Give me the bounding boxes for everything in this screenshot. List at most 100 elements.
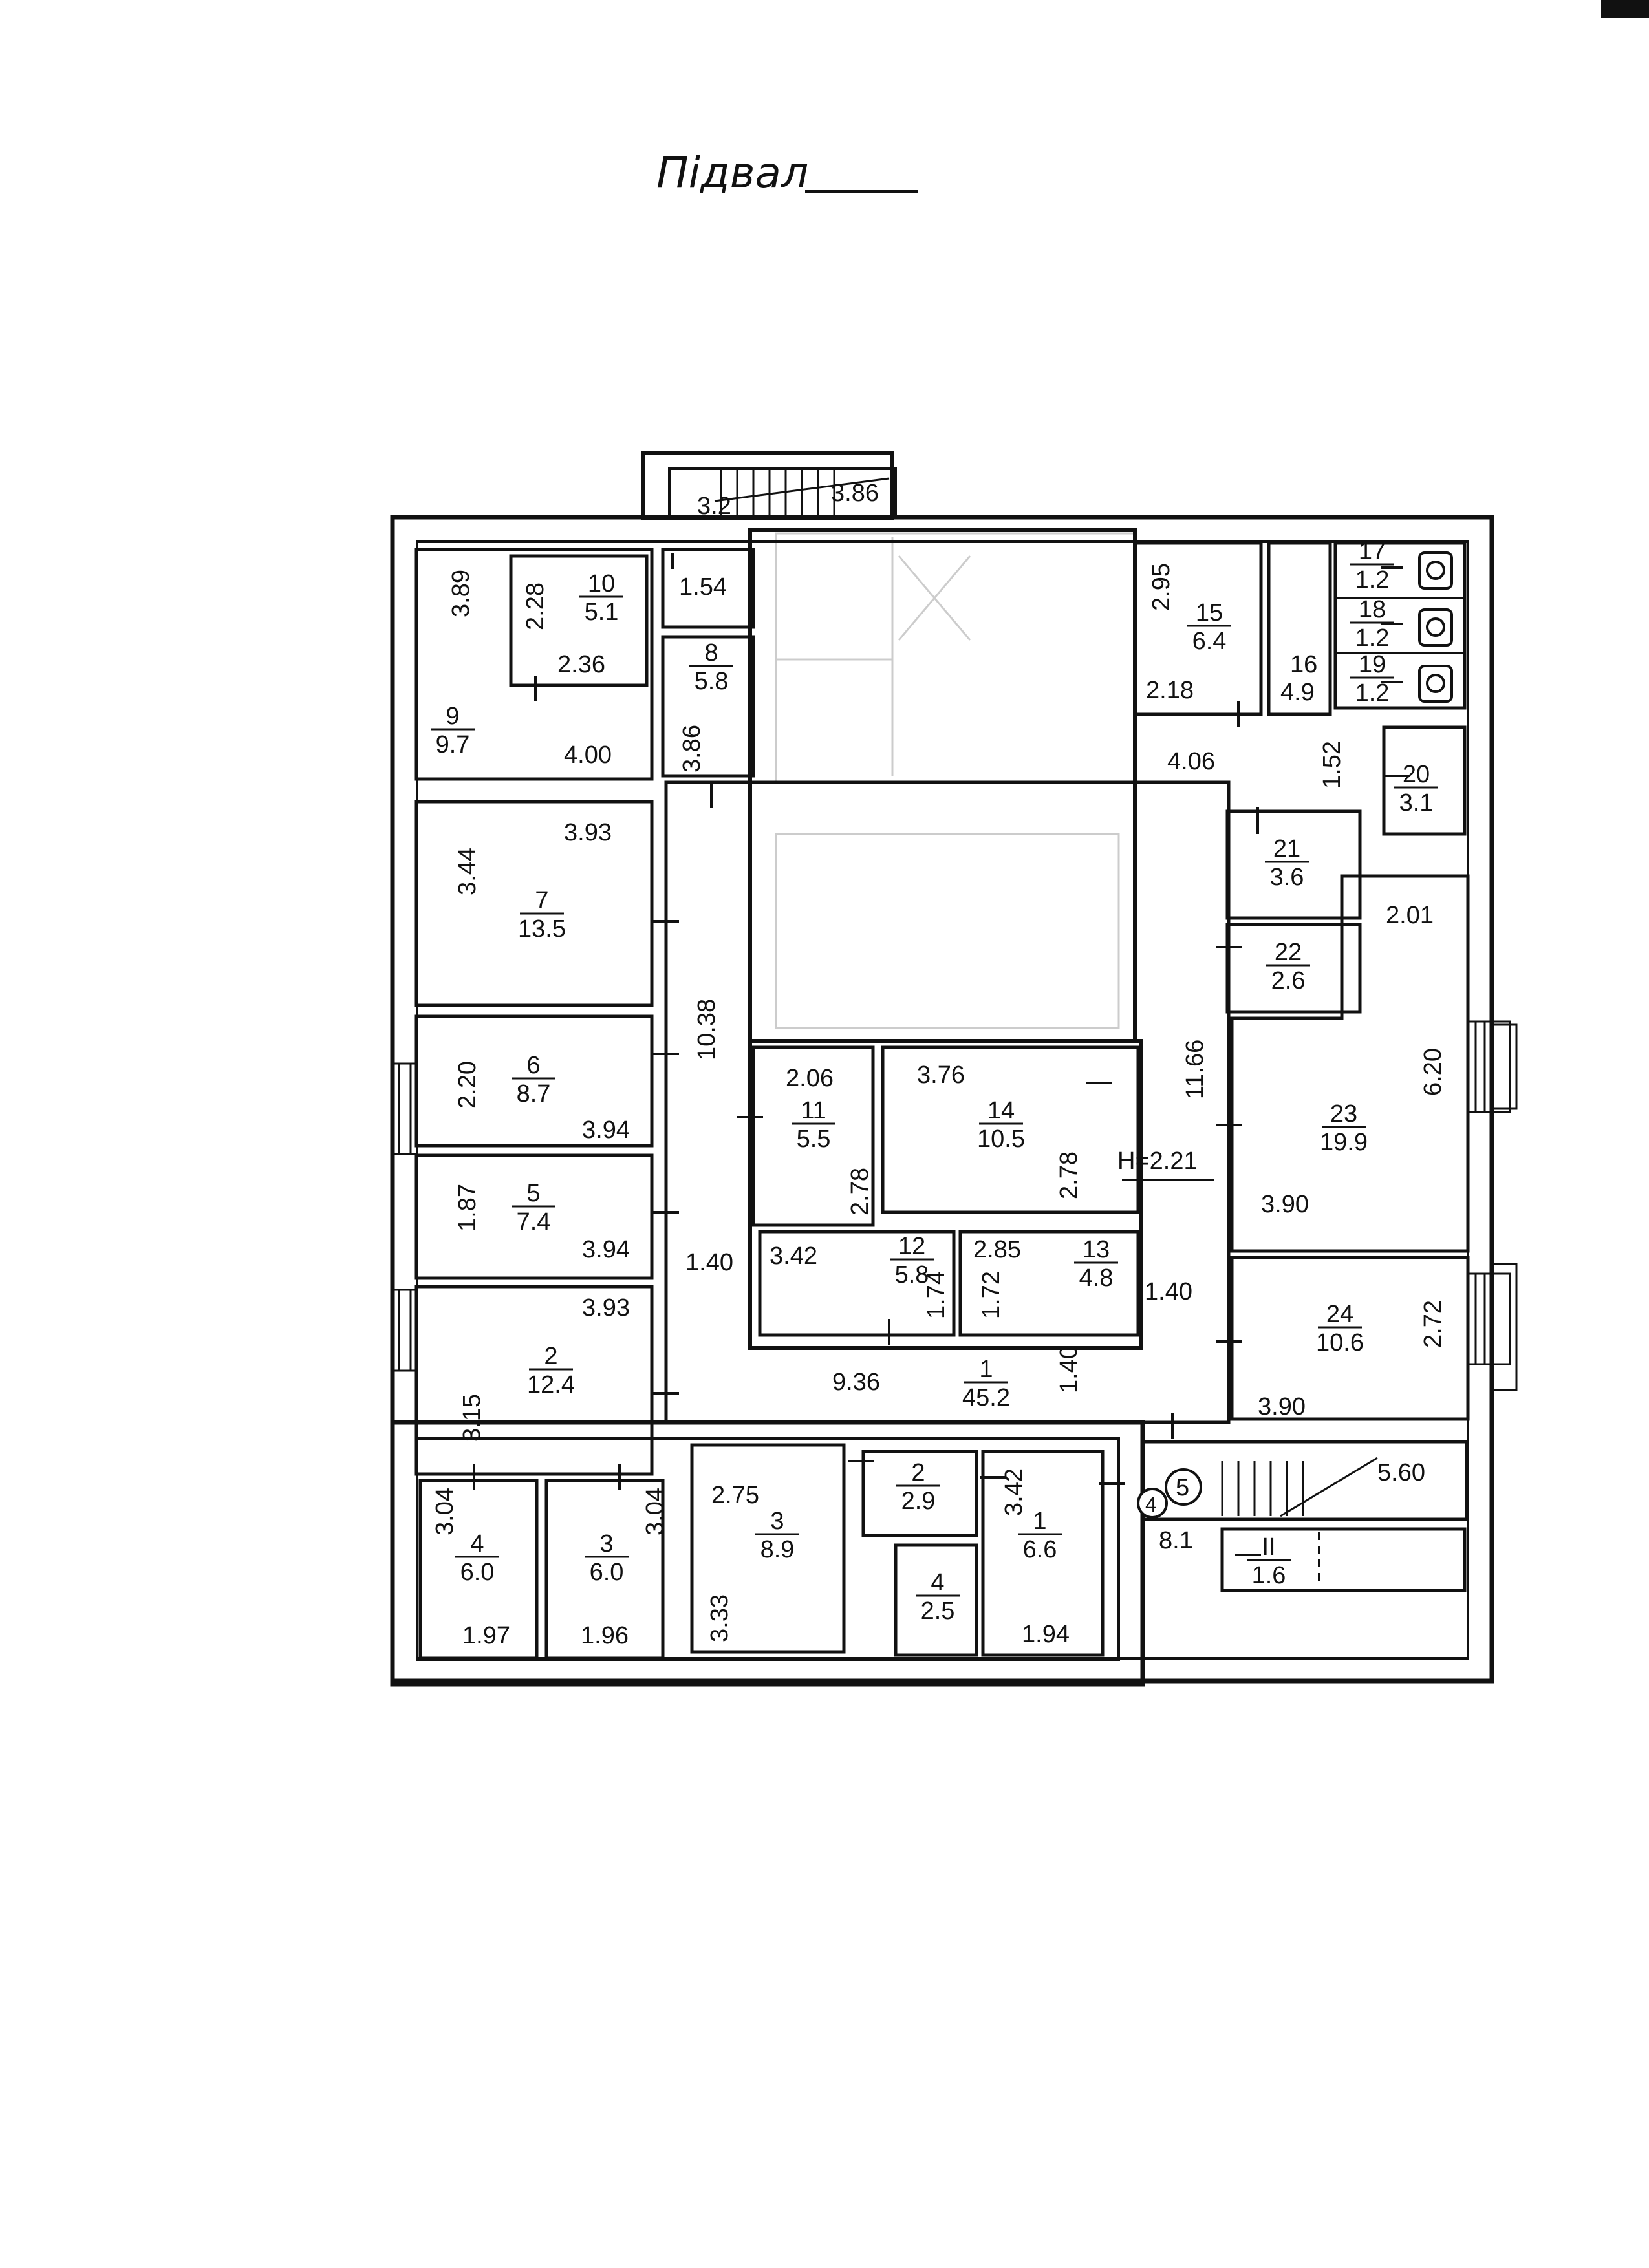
dim-4-00: 4.00: [564, 742, 612, 769]
room-r15-number: 15: [1196, 599, 1223, 626]
bottom-rooms: [690, 1440, 1469, 1657]
dim-4-06: 4.06: [1167, 748, 1215, 775]
room-r10-area: 5.1: [585, 599, 619, 626]
right-rooms: [1133, 541, 1470, 1421]
room-r15-area: 6.4: [1192, 628, 1227, 655]
room-r9-number: 9: [446, 703, 459, 730]
room-r8-number: 8: [704, 639, 718, 667]
room-l3-number: 3: [599, 1530, 613, 1557]
left-rooms: [414, 548, 755, 1660]
dim-2-72: 2.72: [1419, 1300, 1447, 1348]
room-s3-number: 3: [770, 1508, 784, 1535]
corridor-room-1: [664, 780, 1231, 1424]
room-r13-number: 13: [1083, 1236, 1110, 1263]
toilet-fixtures: [1418, 551, 1453, 703]
room-r17-area: 1.2: [1355, 566, 1390, 594]
dim-1-40-a: 1.40: [685, 1249, 733, 1276]
room-r2-number: 2: [544, 1343, 557, 1370]
stair-label-5: 5: [1176, 1474, 1189, 1501]
dim-10-38: 10.38: [693, 999, 720, 1060]
dim-3-94-a: 3.94: [582, 1117, 630, 1144]
room-r6-number: 6: [526, 1052, 540, 1079]
dim-3-90-b: 3.90: [1258, 1393, 1306, 1420]
dim-2-78-a: 2.78: [846, 1168, 874, 1215]
dim-9-36: 9.36: [832, 1369, 880, 1396]
central-core: [748, 1039, 1143, 1350]
top-staircase: [714, 469, 890, 517]
room-r12-area: 5.8: [895, 1261, 929, 1289]
dim-1-54: 1.54: [679, 573, 727, 601]
room-r1-number: 1: [979, 1356, 993, 1383]
dim-3-44: 3.44: [454, 848, 481, 895]
vertical-dimensions: 3.89 2.28 3.86 3.44 2.20 1.87 3.15 10.38…: [431, 563, 1447, 1642]
room-r20-area: 3.1: [1399, 789, 1434, 817]
room-s2-number: 2: [911, 1459, 925, 1486]
dim-1-72: 1.72: [978, 1271, 1005, 1319]
plan-title: Підвал: [656, 148, 808, 198]
stair-circle-5: [1165, 1468, 1202, 1506]
door-marks: [473, 553, 1410, 1556]
room-sII-area: 1.6: [1252, 1562, 1286, 1589]
dim-1-97: 1.97: [462, 1622, 510, 1649]
room-r18-area: 1.2: [1355, 625, 1390, 652]
room-l4-number: 4: [470, 1530, 484, 1557]
room-r8-area: 5.8: [695, 668, 729, 695]
dim-3-93-b: 3.93: [582, 1294, 630, 1321]
dim-2-18: 2.18: [1146, 677, 1194, 704]
windows: [391, 1020, 1518, 1391]
dim-1-96: 1.96: [581, 1622, 629, 1649]
dim-3-86-top: 3.86: [831, 480, 879, 507]
room-r24-number: 24: [1326, 1301, 1353, 1328]
room-s3-area: 8.9: [760, 1536, 795, 1563]
room-r13-area: 4.8: [1079, 1265, 1114, 1292]
room-r19-number: 19: [1359, 651, 1386, 678]
dim-3-04-b: 3.04: [641, 1488, 669, 1535]
room-r14-area: 10.5: [977, 1126, 1025, 1153]
room-r2-area: 12.4: [527, 1371, 575, 1398]
dim-3-89: 3.89: [447, 570, 475, 617]
room-r21-area: 3.6: [1270, 864, 1304, 891]
dim-5-60: 5.60: [1377, 1459, 1425, 1486]
dim-3-33: 3.33: [706, 1594, 733, 1642]
room-r23-number: 23: [1330, 1100, 1357, 1128]
room-r22-number: 22: [1275, 939, 1302, 966]
core-rooms: [751, 1045, 1140, 1337]
room-r10-number: 10: [588, 570, 615, 597]
dim-3-15: 3.15: [458, 1394, 486, 1442]
dim-2-28: 2.28: [522, 583, 549, 630]
dim-1-52: 1.52: [1319, 741, 1346, 789]
room-r11-number: 11: [801, 1097, 826, 1124]
room-r12-number: 12: [898, 1233, 925, 1260]
dim-6-20: 6.20: [1419, 1048, 1447, 1096]
room-s4-area: 2.5: [921, 1598, 955, 1625]
dim-2-06: 2.06: [786, 1065, 834, 1092]
room-16-area: 4.9: [1280, 679, 1315, 706]
dim-2-95: 2.95: [1148, 563, 1175, 611]
room-r11-area: 5.5: [797, 1126, 831, 1153]
stair-label-4: 4: [1145, 1493, 1157, 1516]
dim-3-2: 3.2: [697, 493, 731, 520]
room-s4-number: 4: [931, 1569, 944, 1596]
dim-2-01: 2.01: [1386, 902, 1434, 929]
room-sII-number: II: [1262, 1534, 1275, 1561]
room-r24-area: 10.6: [1316, 1329, 1364, 1356]
dim-3-42-b: 3.42: [1000, 1468, 1028, 1516]
room-s1-number: 1: [1033, 1508, 1046, 1535]
room-r1-area: 45.2: [962, 1384, 1010, 1411]
dim-3-42-a: 3.42: [770, 1243, 817, 1270]
dim-3-93-a: 3.93: [564, 819, 612, 846]
dim-2-75: 2.75: [711, 1482, 759, 1509]
room-l4-area: 6.0: [460, 1559, 495, 1586]
bottom-staircase: [1221, 1457, 1378, 1517]
ceiling-height-label: H=2.21: [1117, 1148, 1198, 1175]
room-r6-area: 8.7: [517, 1080, 551, 1107]
dim-2-78-b: 2.78: [1055, 1151, 1083, 1199]
dim-1-87: 1.87: [454, 1184, 481, 1232]
room-r5-number: 5: [526, 1180, 540, 1207]
stair-circle-4: [1137, 1488, 1168, 1519]
dim-3-76: 3.76: [917, 1062, 965, 1089]
room-r7-number: 7: [535, 887, 548, 914]
room-labels: 145.2212.457.468.7713.585.899.7105.1115.…: [431, 538, 1438, 1625]
dim-2-20: 2.20: [454, 1061, 481, 1109]
